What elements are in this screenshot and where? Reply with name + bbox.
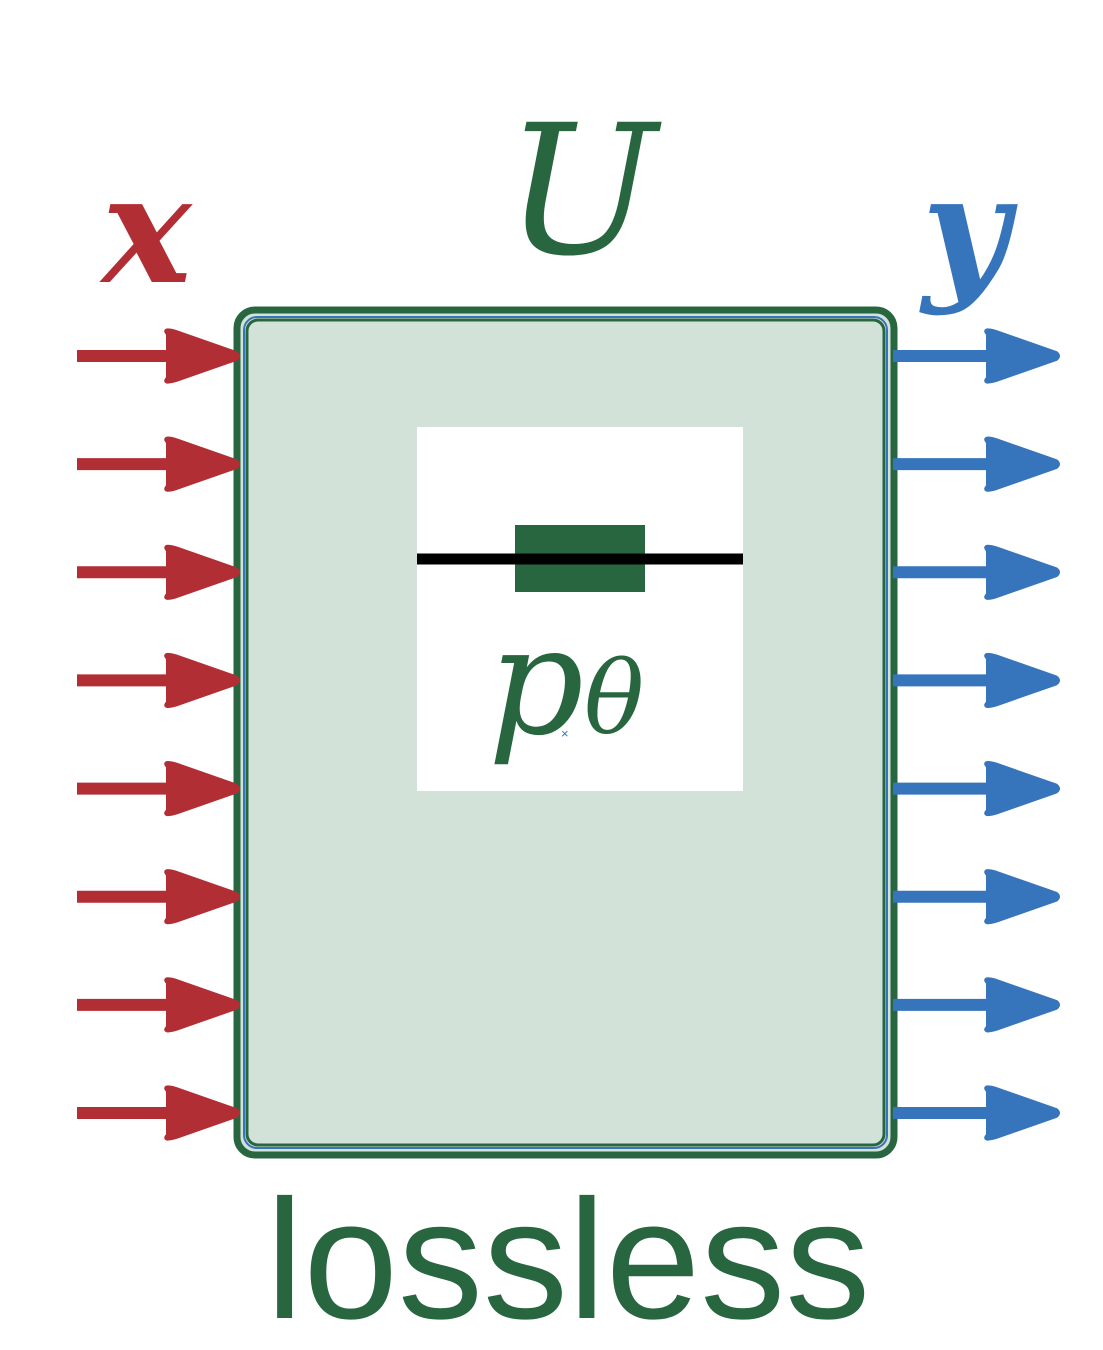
parameter-subscript: θ	[584, 640, 644, 757]
input-arrow-icon-head	[164, 652, 240, 709]
input-arrow-icon-head	[164, 328, 240, 384]
output-arrow-icon-head	[984, 977, 1060, 1033]
output-arrow-icon-head	[984, 1085, 1060, 1141]
input-arrow-icon	[77, 328, 240, 384]
parameter-panel	[417, 427, 743, 791]
input-arrow-icon	[77, 436, 240, 492]
output-arrow-icon	[893, 544, 1060, 600]
input-arrow-icon-head	[164, 977, 240, 1033]
input-arrow-icon	[77, 1085, 240, 1141]
caption-label: lossless	[266, 1165, 871, 1350]
output-arrow-icon-head	[984, 760, 1060, 817]
output-label: y	[919, 142, 1018, 318]
output-arrow-icon-head	[984, 652, 1060, 709]
output-arrow-icon	[893, 760, 1060, 817]
output-arrow-icon	[893, 436, 1060, 492]
input-arrow-icon	[77, 869, 240, 925]
input-arrow-icon	[77, 977, 240, 1033]
output-arrow-icon-head	[984, 436, 1060, 492]
input-arrows	[77, 328, 240, 1141]
input-arrow-icon-head	[164, 544, 240, 600]
parameter-label: pθ	[488, 595, 644, 769]
input-arrow-icon-head	[164, 1085, 240, 1141]
input-arrow-icon	[77, 544, 240, 600]
input-arrow-icon-head	[164, 436, 240, 492]
output-arrows	[893, 328, 1060, 1141]
output-arrow-icon	[893, 977, 1060, 1033]
output-arrow-icon	[893, 328, 1060, 384]
input-arrow-icon-head	[164, 760, 240, 817]
output-arrow-icon-head	[984, 869, 1060, 925]
input-arrow-icon-head	[164, 869, 240, 925]
input-label: x	[99, 142, 193, 318]
unitary-label: U	[505, 87, 662, 296]
unitary-box-inner-border-2	[245, 318, 886, 1147]
parameter-base: p	[488, 595, 584, 769]
input-arrow-icon	[77, 760, 240, 817]
output-arrow-icon	[893, 1085, 1060, 1141]
input-arrow-icon	[77, 652, 240, 709]
output-arrow-icon	[893, 869, 1060, 925]
center-marker: ×	[561, 726, 569, 741]
unitary-box-inner-border	[243, 316, 888, 1149]
output-arrow-icon	[893, 652, 1060, 709]
output-arrow-icon-head	[984, 328, 1060, 384]
output-arrow-icon-head	[984, 544, 1060, 600]
